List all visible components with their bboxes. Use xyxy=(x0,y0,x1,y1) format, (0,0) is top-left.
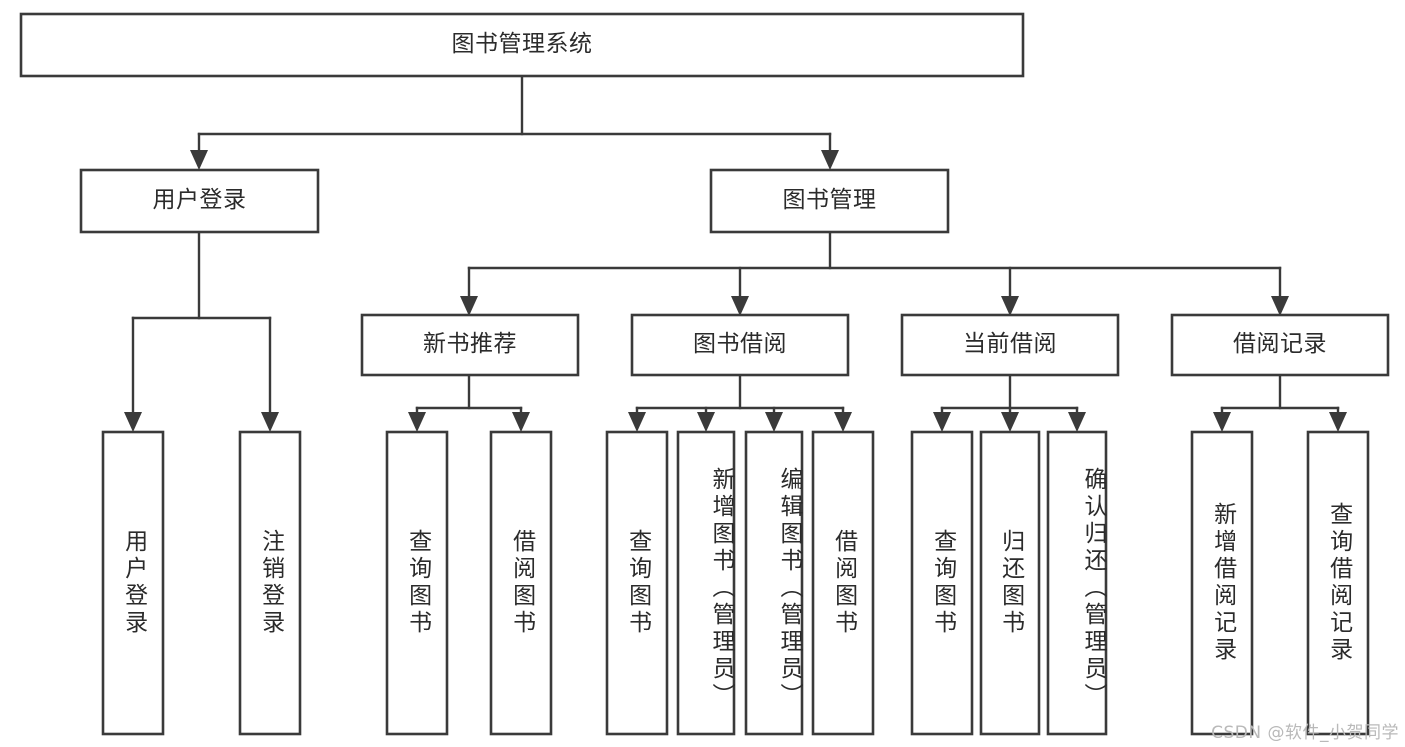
node-box-leaf-borrow-book-1[interactable] xyxy=(489,430,553,736)
csdn-watermark: CSDN @软件_小贺同学 xyxy=(1211,723,1399,743)
arrow-leaf-query-book-2 xyxy=(628,412,646,432)
arrow-leaf-query-book-1 xyxy=(408,412,426,432)
arrow-leaf-add-record xyxy=(1213,412,1231,432)
arrow-leaf-borrow-book-1 xyxy=(512,412,530,432)
node-box-leaf-logout-login[interactable] xyxy=(238,430,302,736)
arrow-leaf-return-book xyxy=(1001,412,1019,432)
arrow-leaf-query-book-3 xyxy=(933,412,951,432)
node-box-leaf-add-record[interactable] xyxy=(1190,430,1254,736)
node-box-leaf-query-book-2[interactable] xyxy=(605,430,669,736)
node-box-current-borrow[interactable] xyxy=(900,313,1120,377)
node-box-user-login[interactable] xyxy=(79,168,320,234)
node-box-leaf-confirm-return[interactable] xyxy=(1046,430,1108,736)
arrow-leaf-query-record xyxy=(1329,412,1347,432)
arrow-book-borrow xyxy=(731,296,749,316)
arrow-leaf-logout-login xyxy=(261,412,279,432)
connector-layer xyxy=(124,74,1347,432)
arrow-leaf-confirm-return xyxy=(1068,412,1086,432)
node-box-leaf-add-book[interactable] xyxy=(676,430,736,736)
box-layer xyxy=(19,12,1390,736)
arrow-borrow-record xyxy=(1271,296,1289,316)
node-box-root[interactable] xyxy=(19,12,1025,78)
arrow-leaf-add-book xyxy=(697,412,715,432)
arrow-book-management xyxy=(821,150,839,170)
node-box-new-book-recommend[interactable] xyxy=(360,313,580,377)
node-box-leaf-borrow-book-2[interactable] xyxy=(811,430,875,736)
arrow-current-borrow xyxy=(1001,296,1019,316)
arrow-leaf-edit-book xyxy=(765,412,783,432)
arrow-leaf-user-login xyxy=(124,412,142,432)
node-box-leaf-edit-book[interactable] xyxy=(744,430,804,736)
node-box-borrow-record[interactable] xyxy=(1170,313,1390,377)
node-box-leaf-user-login[interactable] xyxy=(101,430,165,736)
node-box-book-borrow[interactable] xyxy=(630,313,850,377)
arrow-new-book-recommend xyxy=(460,296,478,316)
node-box-book-management[interactable] xyxy=(709,168,950,234)
node-box-leaf-query-record[interactable] xyxy=(1306,430,1370,736)
node-box-leaf-query-book-1[interactable] xyxy=(385,430,449,736)
arrow-leaf-borrow-book-2 xyxy=(834,412,852,432)
node-box-leaf-query-book-3[interactable] xyxy=(910,430,974,736)
node-box-leaf-return-book[interactable] xyxy=(979,430,1041,736)
arrow-user-login xyxy=(190,150,208,170)
